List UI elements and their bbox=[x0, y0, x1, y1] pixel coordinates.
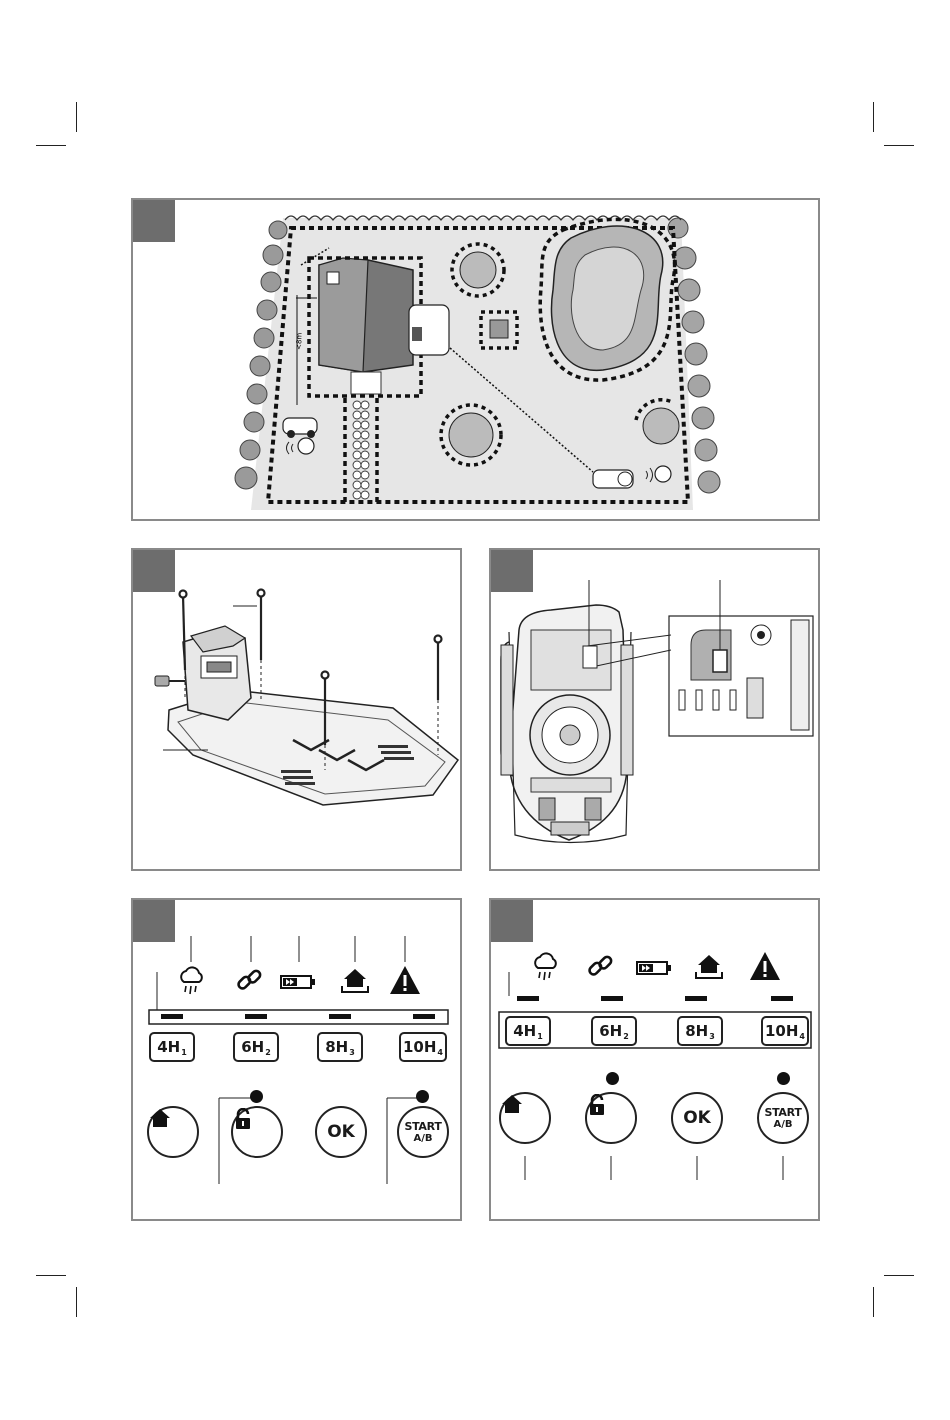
crop-mark bbox=[36, 145, 66, 146]
home-station-icon bbox=[693, 952, 725, 982]
indicator-led bbox=[601, 996, 623, 1001]
indicator-led bbox=[329, 1014, 351, 1019]
crop-mark bbox=[873, 102, 874, 132]
crop-mark bbox=[36, 1275, 66, 1276]
crop-mark bbox=[873, 1287, 874, 1317]
key-label: 6H bbox=[599, 1022, 622, 1040]
indicator-led bbox=[413, 1014, 435, 1019]
home-station-icon bbox=[339, 966, 371, 996]
crop-mark bbox=[884, 1275, 914, 1276]
key-label: 4H bbox=[157, 1038, 180, 1056]
key-label: 6H bbox=[241, 1038, 264, 1056]
figure-garden-layout: <8m bbox=[131, 198, 820, 521]
ok-label: OK bbox=[683, 1109, 711, 1127]
crop-mark bbox=[884, 145, 914, 146]
home-button[interactable] bbox=[147, 1106, 199, 1158]
indicator-led bbox=[161, 1014, 183, 1019]
indicator-led bbox=[685, 996, 707, 1001]
indicator-dot bbox=[416, 1090, 429, 1103]
rain-icon bbox=[531, 952, 561, 982]
link-icon bbox=[586, 952, 616, 982]
ok-button[interactable]: OK bbox=[315, 1106, 367, 1158]
figure-mower-underside bbox=[489, 548, 820, 871]
key-index: 3 bbox=[709, 1032, 715, 1041]
key-index: 1 bbox=[537, 1032, 543, 1041]
start-mode-label: A/B bbox=[773, 1119, 792, 1130]
unlock-icon bbox=[587, 1094, 607, 1116]
key-label: 4H bbox=[513, 1022, 536, 1040]
ok-button[interactable]: OK bbox=[671, 1092, 723, 1144]
crop-mark bbox=[76, 102, 77, 132]
start-label: START bbox=[404, 1121, 441, 1133]
key-index: 3 bbox=[349, 1048, 355, 1057]
unlock-button[interactable] bbox=[585, 1092, 637, 1144]
rain-icon bbox=[177, 966, 207, 996]
unlock-button[interactable] bbox=[231, 1106, 283, 1158]
indicator-led bbox=[771, 996, 793, 1001]
warning-icon bbox=[749, 950, 781, 982]
indicator-dot bbox=[250, 1090, 263, 1103]
distance-label: <8m bbox=[295, 332, 304, 350]
figure-charging-station-base bbox=[131, 548, 462, 871]
unlock-icon bbox=[233, 1108, 253, 1130]
crop-mark bbox=[76, 1287, 77, 1317]
key-label: 8H bbox=[685, 1022, 708, 1040]
battery-charging-icon bbox=[635, 958, 675, 978]
key-label: 10H bbox=[765, 1022, 798, 1040]
garden-layout-drawing: <8m bbox=[133, 200, 820, 521]
home-button[interactable] bbox=[499, 1092, 551, 1144]
indicator-led bbox=[245, 1014, 267, 1019]
key-index: 2 bbox=[623, 1032, 629, 1041]
key-label: 8H bbox=[325, 1038, 348, 1056]
mower-underside-drawing bbox=[491, 550, 820, 871]
leader-lines bbox=[491, 900, 820, 1221]
home-icon bbox=[149, 1108, 171, 1128]
charging-station-drawing bbox=[133, 550, 462, 871]
start-label: START bbox=[764, 1107, 801, 1119]
indicator-led bbox=[517, 996, 539, 1001]
start-mode-label: A/B bbox=[413, 1133, 432, 1144]
key-index: 4 bbox=[799, 1032, 805, 1041]
key-index: 1 bbox=[181, 1048, 187, 1057]
key-index: 4 bbox=[437, 1048, 443, 1057]
key-label: 10H bbox=[403, 1038, 436, 1056]
key-index: 2 bbox=[265, 1048, 271, 1057]
indicator-dot bbox=[606, 1072, 619, 1085]
warning-icon bbox=[389, 964, 421, 996]
ok-label: OK bbox=[327, 1123, 355, 1141]
battery-charging-icon bbox=[279, 972, 319, 992]
link-icon bbox=[235, 966, 265, 996]
home-icon bbox=[501, 1094, 523, 1114]
indicator-dot bbox=[777, 1072, 790, 1085]
